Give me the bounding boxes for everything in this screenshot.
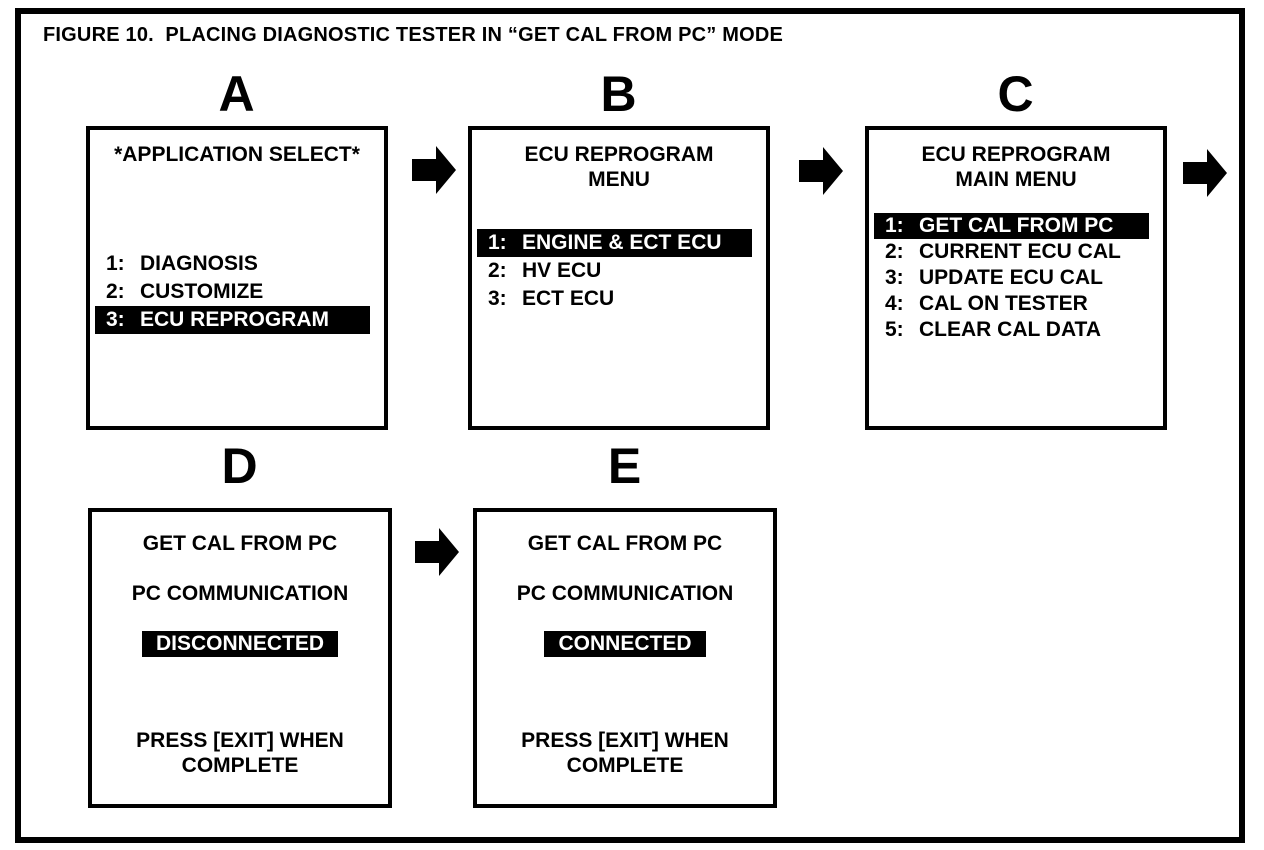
menu-item-cal-on-tester: 4: CAL ON TESTER	[869, 291, 1163, 317]
step-label-d: D	[221, 438, 259, 494]
menu-item-engine-ect-ecu: 1: ENGINE & ECT ECU	[477, 229, 752, 257]
menu-item-label: CAL ON TESTER	[919, 292, 1088, 315]
menu-list: 1: DIAGNOSIS 2: CUSTOMIZE 3: ECU REPROGR…	[90, 250, 384, 334]
menu-item-current-ecu-cal: 2: CURRENT ECU CAL	[869, 239, 1163, 265]
screen-title-line2: MAIN MENU	[955, 168, 1077, 191]
tester-screen-application-select: *APPLICATION SELECT* 1: DIAGNOSIS 2: CUS…	[86, 126, 388, 430]
menu-item-label: CUSTOMIZE	[140, 280, 264, 303]
step-label-e: E	[607, 438, 643, 494]
menu-item-number: 3:	[106, 308, 125, 331]
menu-item-number: 1:	[106, 252, 125, 275]
arrow-right-icon	[1183, 147, 1227, 199]
menu-item-number: 2:	[106, 280, 125, 303]
menu-item-label: GET CAL FROM PC	[919, 214, 1114, 237]
screen-title-line1: ECU REPROGRAM	[524, 143, 714, 166]
menu-item-get-cal-from-pc: 1: GET CAL FROM PC	[874, 213, 1149, 239]
footer-line1: PRESS [EXIT] WHEN	[521, 729, 729, 752]
screen-heading: GET CAL FROM PC	[142, 532, 338, 555]
screen-heading: GET CAL FROM PC	[527, 532, 723, 555]
menu-item-label: UPDATE ECU CAL	[919, 266, 1103, 289]
menu-item-diagnosis: 1: DIAGNOSIS	[90, 250, 384, 278]
figure-title: FIGURE 10. PLACING DIAGNOSTIC TESTER IN …	[43, 24, 784, 46]
footer-line2: COMPLETE	[566, 754, 684, 777]
status-row: CONNECTED	[477, 631, 773, 657]
menu-item-clear-cal-data: 5: CLEAR CAL DATA	[869, 317, 1163, 343]
screen-title-line2: MENU	[588, 168, 650, 191]
menu-item-label: CURRENT ECU CAL	[919, 240, 1121, 263]
footer-line1: PRESS [EXIT] WHEN	[136, 729, 344, 752]
footer-line2: COMPLETE	[181, 754, 299, 777]
step-label-c: C	[997, 66, 1035, 122]
menu-item-update-ecu-cal: 3: UPDATE ECU CAL	[869, 265, 1163, 291]
menu-item-number: 1:	[885, 214, 904, 237]
menu-item-number: 2:	[488, 259, 507, 282]
menu-item-label: ECU REPROGRAM	[140, 308, 330, 331]
screen-subheading: PC COMMUNICATION	[516, 582, 734, 605]
menu-item-number: 5:	[885, 318, 904, 341]
menu-item-label: ENGINE & ECT ECU	[522, 231, 722, 254]
menu-item-number: 2:	[885, 240, 904, 263]
menu-item-hv-ecu: 2: HV ECU	[472, 257, 766, 285]
arrow-right-icon	[415, 526, 459, 578]
menu-item-label: HV ECU	[522, 259, 602, 282]
menu-item-number: 4:	[885, 292, 904, 315]
menu-item-ecu-reprogram: 3: ECU REPROGRAM	[95, 306, 370, 334]
step-label-a: A	[218, 66, 256, 122]
tester-screen-pc-communication-disconnected: GET CAL FROM PC PC COMMUNICATION DISCONN…	[88, 508, 392, 808]
screen-subheading: PC COMMUNICATION	[131, 582, 349, 605]
menu-list: 1: GET CAL FROM PC 2: CURRENT ECU CAL 3:…	[869, 213, 1163, 343]
status-badge: CONNECTED	[544, 631, 706, 657]
screen-title-line1: ECU REPROGRAM	[921, 143, 1111, 166]
menu-item-label: ECT ECU	[522, 287, 615, 310]
menu-item-number: 3:	[488, 287, 507, 310]
menu-item-ect-ecu: 3: ECT ECU	[472, 285, 766, 313]
tester-screen-pc-communication-connected: GET CAL FROM PC PC COMMUNICATION CONNECT…	[473, 508, 777, 808]
step-label-b: B	[600, 66, 638, 122]
status-badge: DISCONNECTED	[141, 631, 338, 657]
menu-item-label: DIAGNOSIS	[140, 252, 258, 275]
status-row: DISCONNECTED	[92, 631, 388, 657]
menu-item-number: 1:	[488, 231, 507, 254]
menu-item-number: 3:	[885, 266, 904, 289]
menu-item-label: CLEAR CAL DATA	[919, 318, 1101, 341]
arrow-right-icon	[412, 144, 456, 196]
menu-list: 1: ENGINE & ECT ECU 2: HV ECU 3: ECT ECU	[472, 229, 766, 313]
screen-title: *APPLICATION SELECT*	[114, 143, 360, 166]
arrow-right-icon	[799, 145, 843, 197]
menu-item-customize: 2: CUSTOMIZE	[90, 278, 384, 306]
